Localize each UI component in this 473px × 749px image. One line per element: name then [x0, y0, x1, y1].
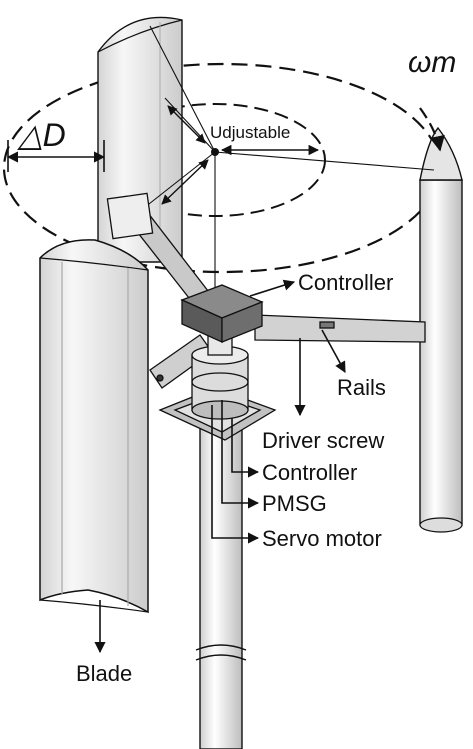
pmsg-arrow: [221, 400, 260, 509]
mast: [195, 419, 247, 749]
right-blade: [419, 126, 463, 533]
driver-screw-label: Driver screw: [262, 428, 384, 453]
annotation-arrows: [94, 279, 346, 654]
udjustable-label: Udjustable: [210, 123, 290, 142]
servo-motor-arrow: [211, 405, 260, 544]
controller-bottom-label: Controller: [262, 460, 357, 485]
controller-top-label: Controller: [298, 270, 393, 295]
adjust-arrow-lower: [161, 159, 209, 205]
blade-label: Blade: [76, 661, 132, 686]
controller-bottom-arrow: [231, 418, 260, 478]
controller-box: [180, 284, 264, 344]
rails-label: Rails: [337, 375, 386, 400]
rotor-arms: [106, 192, 426, 389]
controller-top-arrow: [249, 279, 296, 297]
rotation-direction-arrow: [419, 107, 445, 152]
generator-stack: [158, 329, 277, 441]
outer-orbit-ellipse: [2, 62, 442, 274]
rails-arrow: [321, 329, 346, 373]
front-blade: [39, 239, 149, 614]
servo-motor-label: Servo motor: [262, 526, 382, 551]
adjust-arrow-upper: [167, 105, 206, 144]
omega-m-label: ωm: [408, 46, 456, 79]
rotation-center-point: [211, 148, 219, 156]
pmsg-label: PMSG: [262, 491, 327, 516]
delta-d-label: △D: [17, 117, 66, 153]
